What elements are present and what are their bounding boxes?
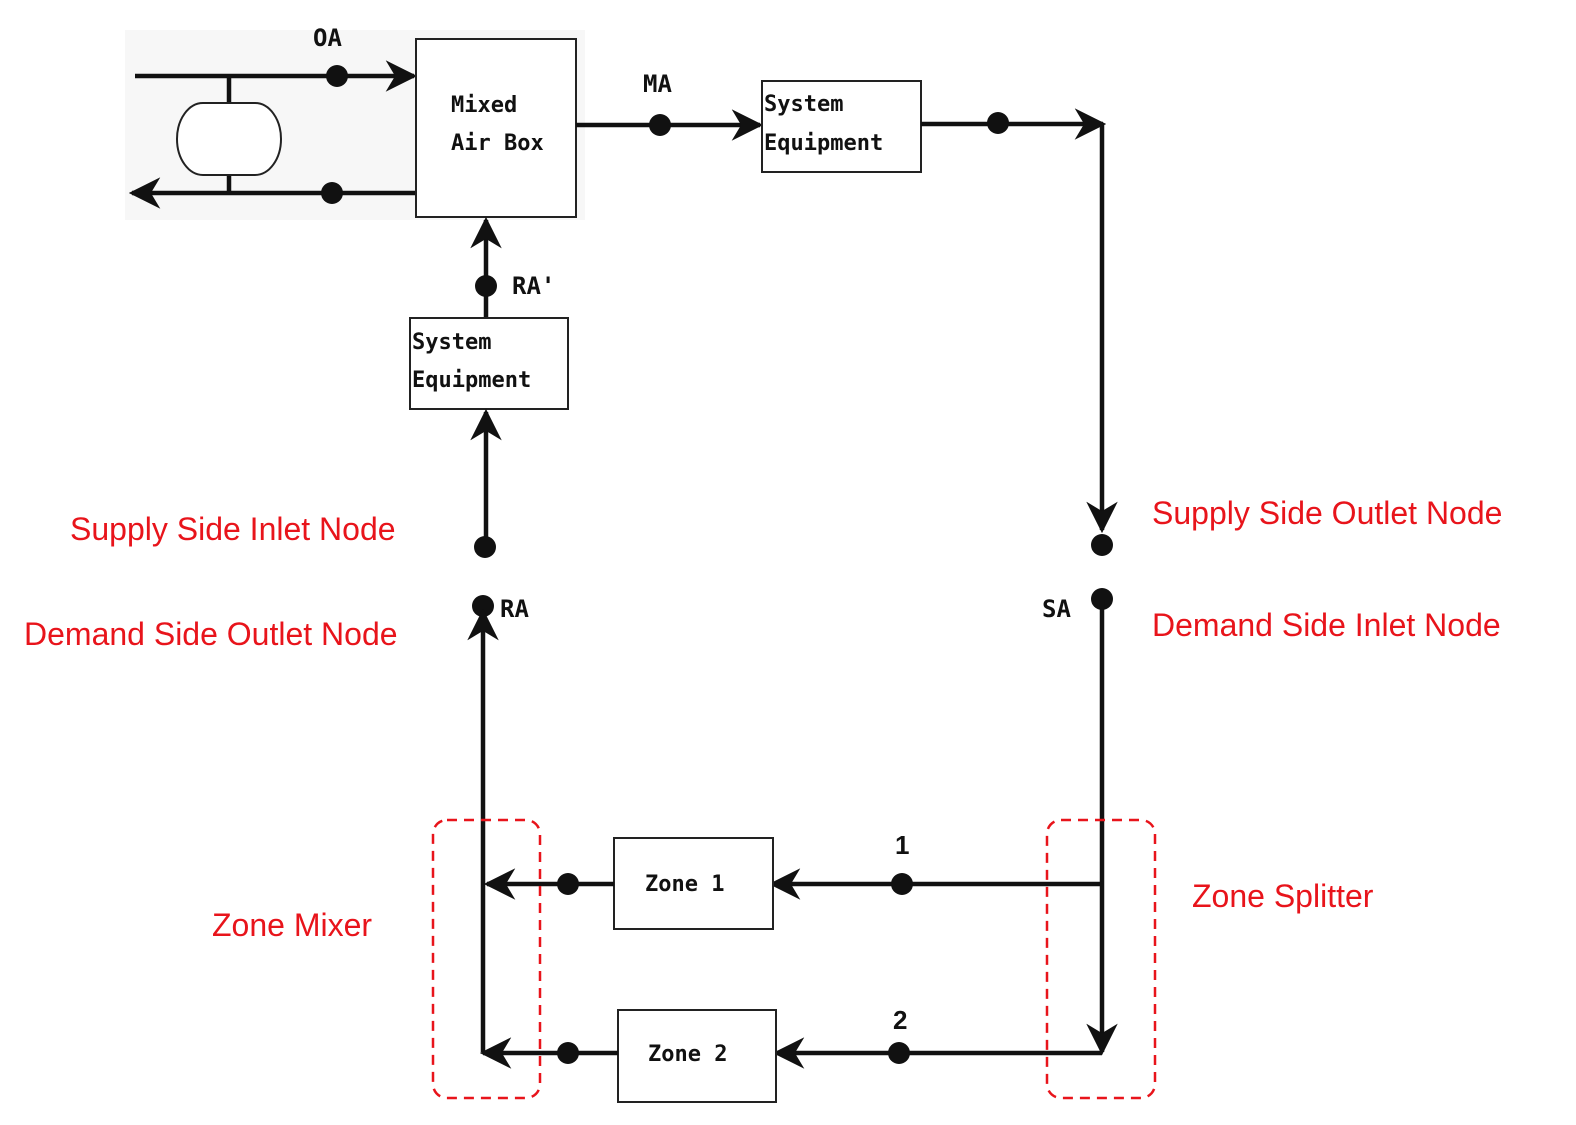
zone-splitter-label: Zone Splitter: [1192, 878, 1374, 914]
mixed-air-box: [415, 38, 577, 218]
demand-side-inlet-node: [1091, 588, 1113, 610]
system-equipment-supply-line-1: System: [764, 92, 843, 117]
zone-1-box: [613, 837, 774, 930]
zone-2-box: [617, 1009, 777, 1103]
system-equipment-supply-box: [761, 80, 922, 173]
system-equipment-supply-line-2: Equipment: [764, 131, 883, 156]
branch-1-label: 1: [895, 830, 909, 860]
system-equipment-return-line-2: Equipment: [412, 368, 531, 393]
outside-air-node: [326, 65, 348, 87]
ra-label: RA: [500, 595, 529, 623]
heat-recovery-capsule: [176, 102, 282, 176]
oa-label: OA: [313, 24, 342, 52]
zone-1-outlet-node: [557, 873, 579, 895]
demand-side-inlet-node-label: Demand Side Inlet Node: [1152, 607, 1501, 643]
system-equipment-return-box: [409, 317, 569, 410]
supply-side-outlet-node-label: Supply Side Outlet Node: [1152, 495, 1502, 531]
branch-2-label: 2: [893, 1005, 907, 1035]
zone-mixer-frame: [431, 818, 542, 1100]
zone-1-label: Zone 1: [645, 872, 724, 897]
supply-side-outlet-node: [1091, 534, 1113, 556]
mixed-air-node: [649, 114, 671, 136]
zone-2-outlet-node: [557, 1042, 579, 1064]
system-equipment-return-line-1: System: [412, 330, 491, 355]
mixed-air-box-line-2: Air Box: [451, 131, 544, 156]
sa-label: SA: [1042, 595, 1071, 623]
relief-air-node: [321, 182, 343, 204]
ma-label: MA: [643, 70, 672, 98]
supply-side-inlet-node-label: Supply Side Inlet Node: [70, 511, 396, 547]
mixed-air-box-line-1: Mixed: [451, 93, 517, 118]
zone-2-inlet-node: [888, 1042, 910, 1064]
zone-2-label: Zone 2: [648, 1042, 727, 1067]
return-air-prime-node: [475, 275, 497, 297]
ra-prime-label: RA': [512, 272, 555, 300]
supply-side-inlet-node: [474, 536, 496, 558]
zone-1-inlet-node: [891, 873, 913, 895]
supply-equipment-outlet-node: [987, 112, 1009, 134]
zone-mixer-label: Zone Mixer: [212, 907, 372, 943]
zone-splitter-frame: [1045, 818, 1157, 1100]
demand-side-outlet-node-label: Demand Side Outlet Node: [24, 616, 398, 652]
